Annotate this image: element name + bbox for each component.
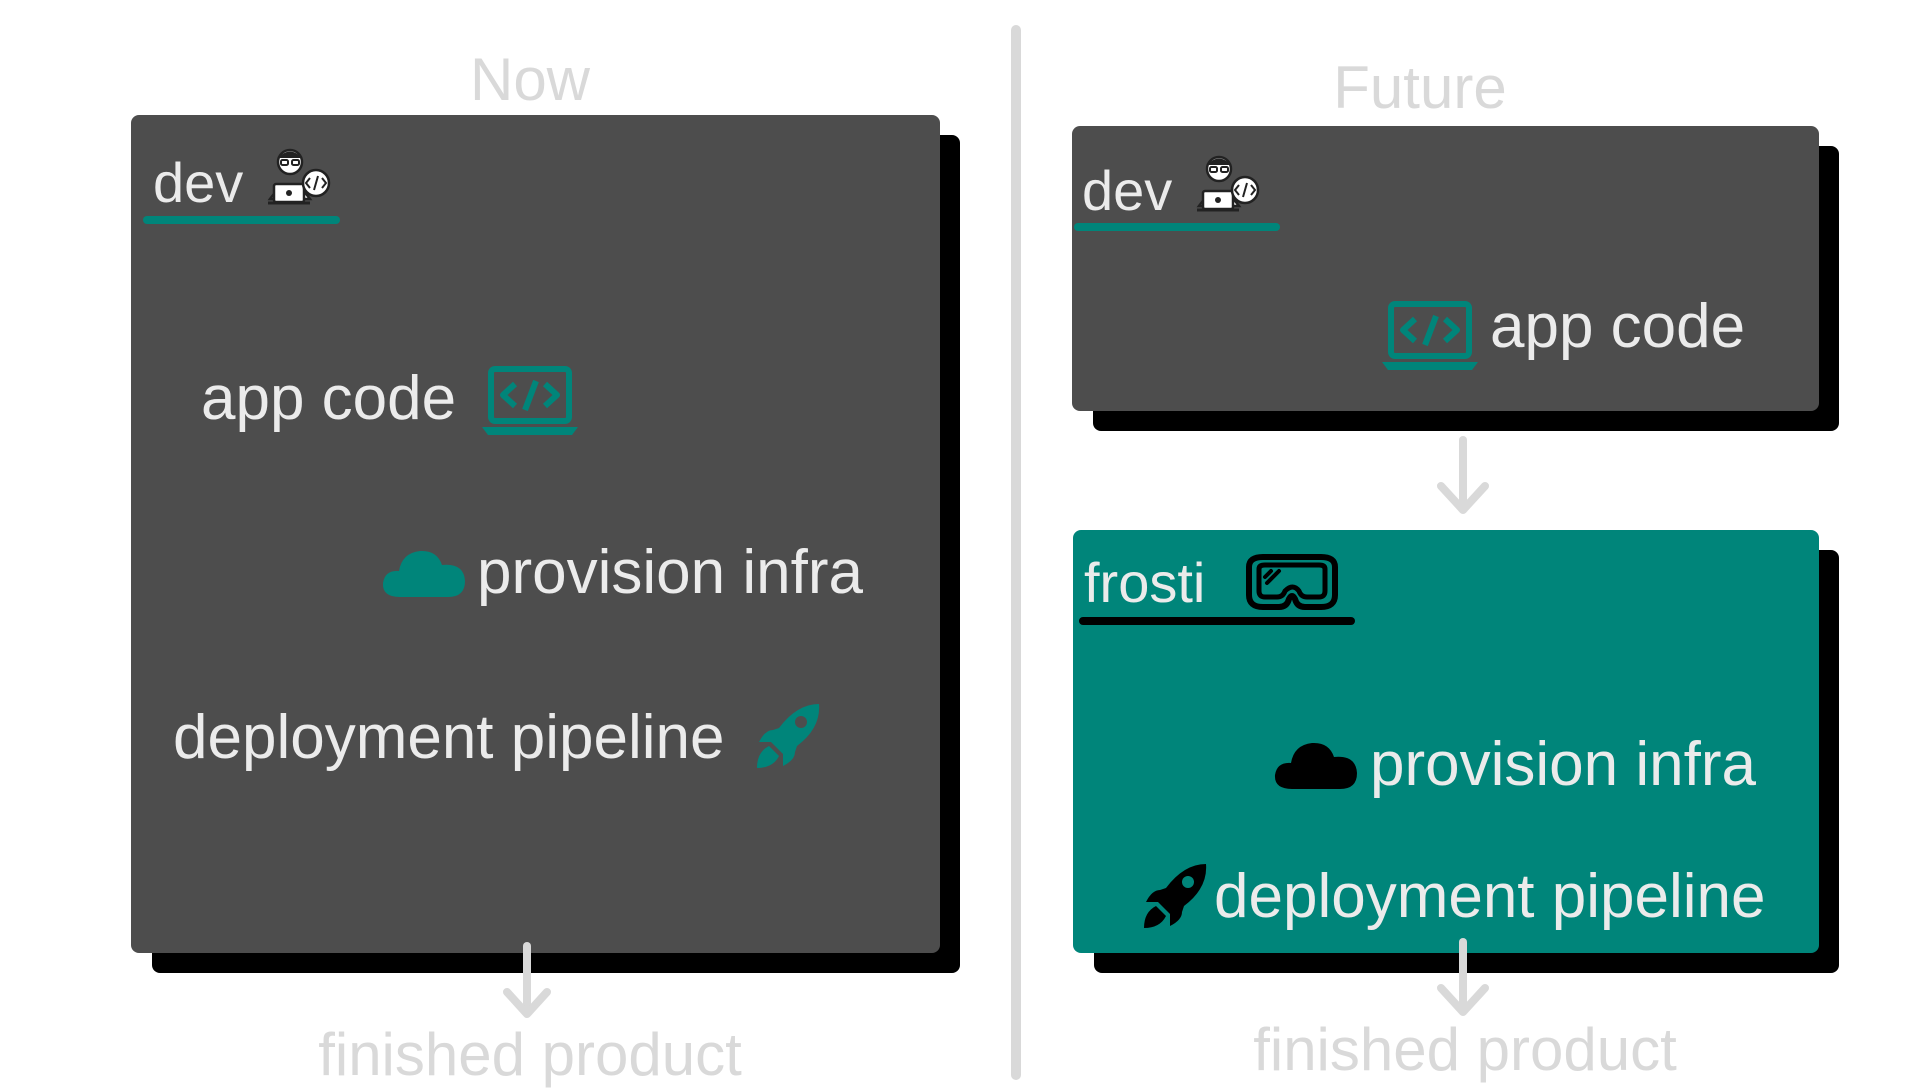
- now-section: Now dev app code: [131, 46, 960, 1085]
- laptop-code-icon: [482, 365, 580, 439]
- rocket-icon: [755, 702, 823, 770]
- future-rocket-icon: [1142, 862, 1210, 930]
- future-developer-icon: [1195, 152, 1261, 214]
- future-heading: Future: [1333, 54, 1507, 121]
- frosti-title: frosti: [1084, 551, 1206, 614]
- future-section: Future dev app code: [1030, 0, 1920, 1080]
- future-result-label: finished product: [1253, 1016, 1677, 1083]
- now-arrow-down-icon: [502, 942, 552, 1020]
- future-laptop-code-icon: [1382, 300, 1480, 374]
- now-deployment-pipeline-label: deployment pipeline: [173, 703, 725, 772]
- cloud-icon: [382, 545, 466, 599]
- frosti-underline: [1079, 617, 1355, 625]
- now-dev-title: dev: [153, 151, 244, 214]
- future-dev-underline: [1074, 223, 1280, 231]
- now-dev-panel: [131, 115, 940, 953]
- future-cloud-icon: [1274, 737, 1358, 791]
- now-heading: Now: [469, 46, 591, 113]
- future-provision-infra-label: provision infra: [1370, 730, 1756, 799]
- now-dev-underline: [143, 216, 340, 224]
- future-app-code-label: app code: [1490, 292, 1746, 361]
- future-middle-arrow-down-icon: [1435, 436, 1491, 516]
- ski-goggles-icon: [1243, 553, 1341, 613]
- section-divider: [1011, 25, 1021, 1080]
- now-app-code-label: app code: [201, 364, 457, 433]
- future-dev-title: dev: [1082, 159, 1173, 222]
- future-arrow-down-icon: [1435, 938, 1491, 1018]
- now-result-label: finished product: [318, 1021, 742, 1088]
- now-provision-infra-label: provision infra: [477, 538, 863, 607]
- developer-icon: [266, 145, 332, 207]
- future-deployment-pipeline-label: deployment pipeline: [1214, 862, 1766, 931]
